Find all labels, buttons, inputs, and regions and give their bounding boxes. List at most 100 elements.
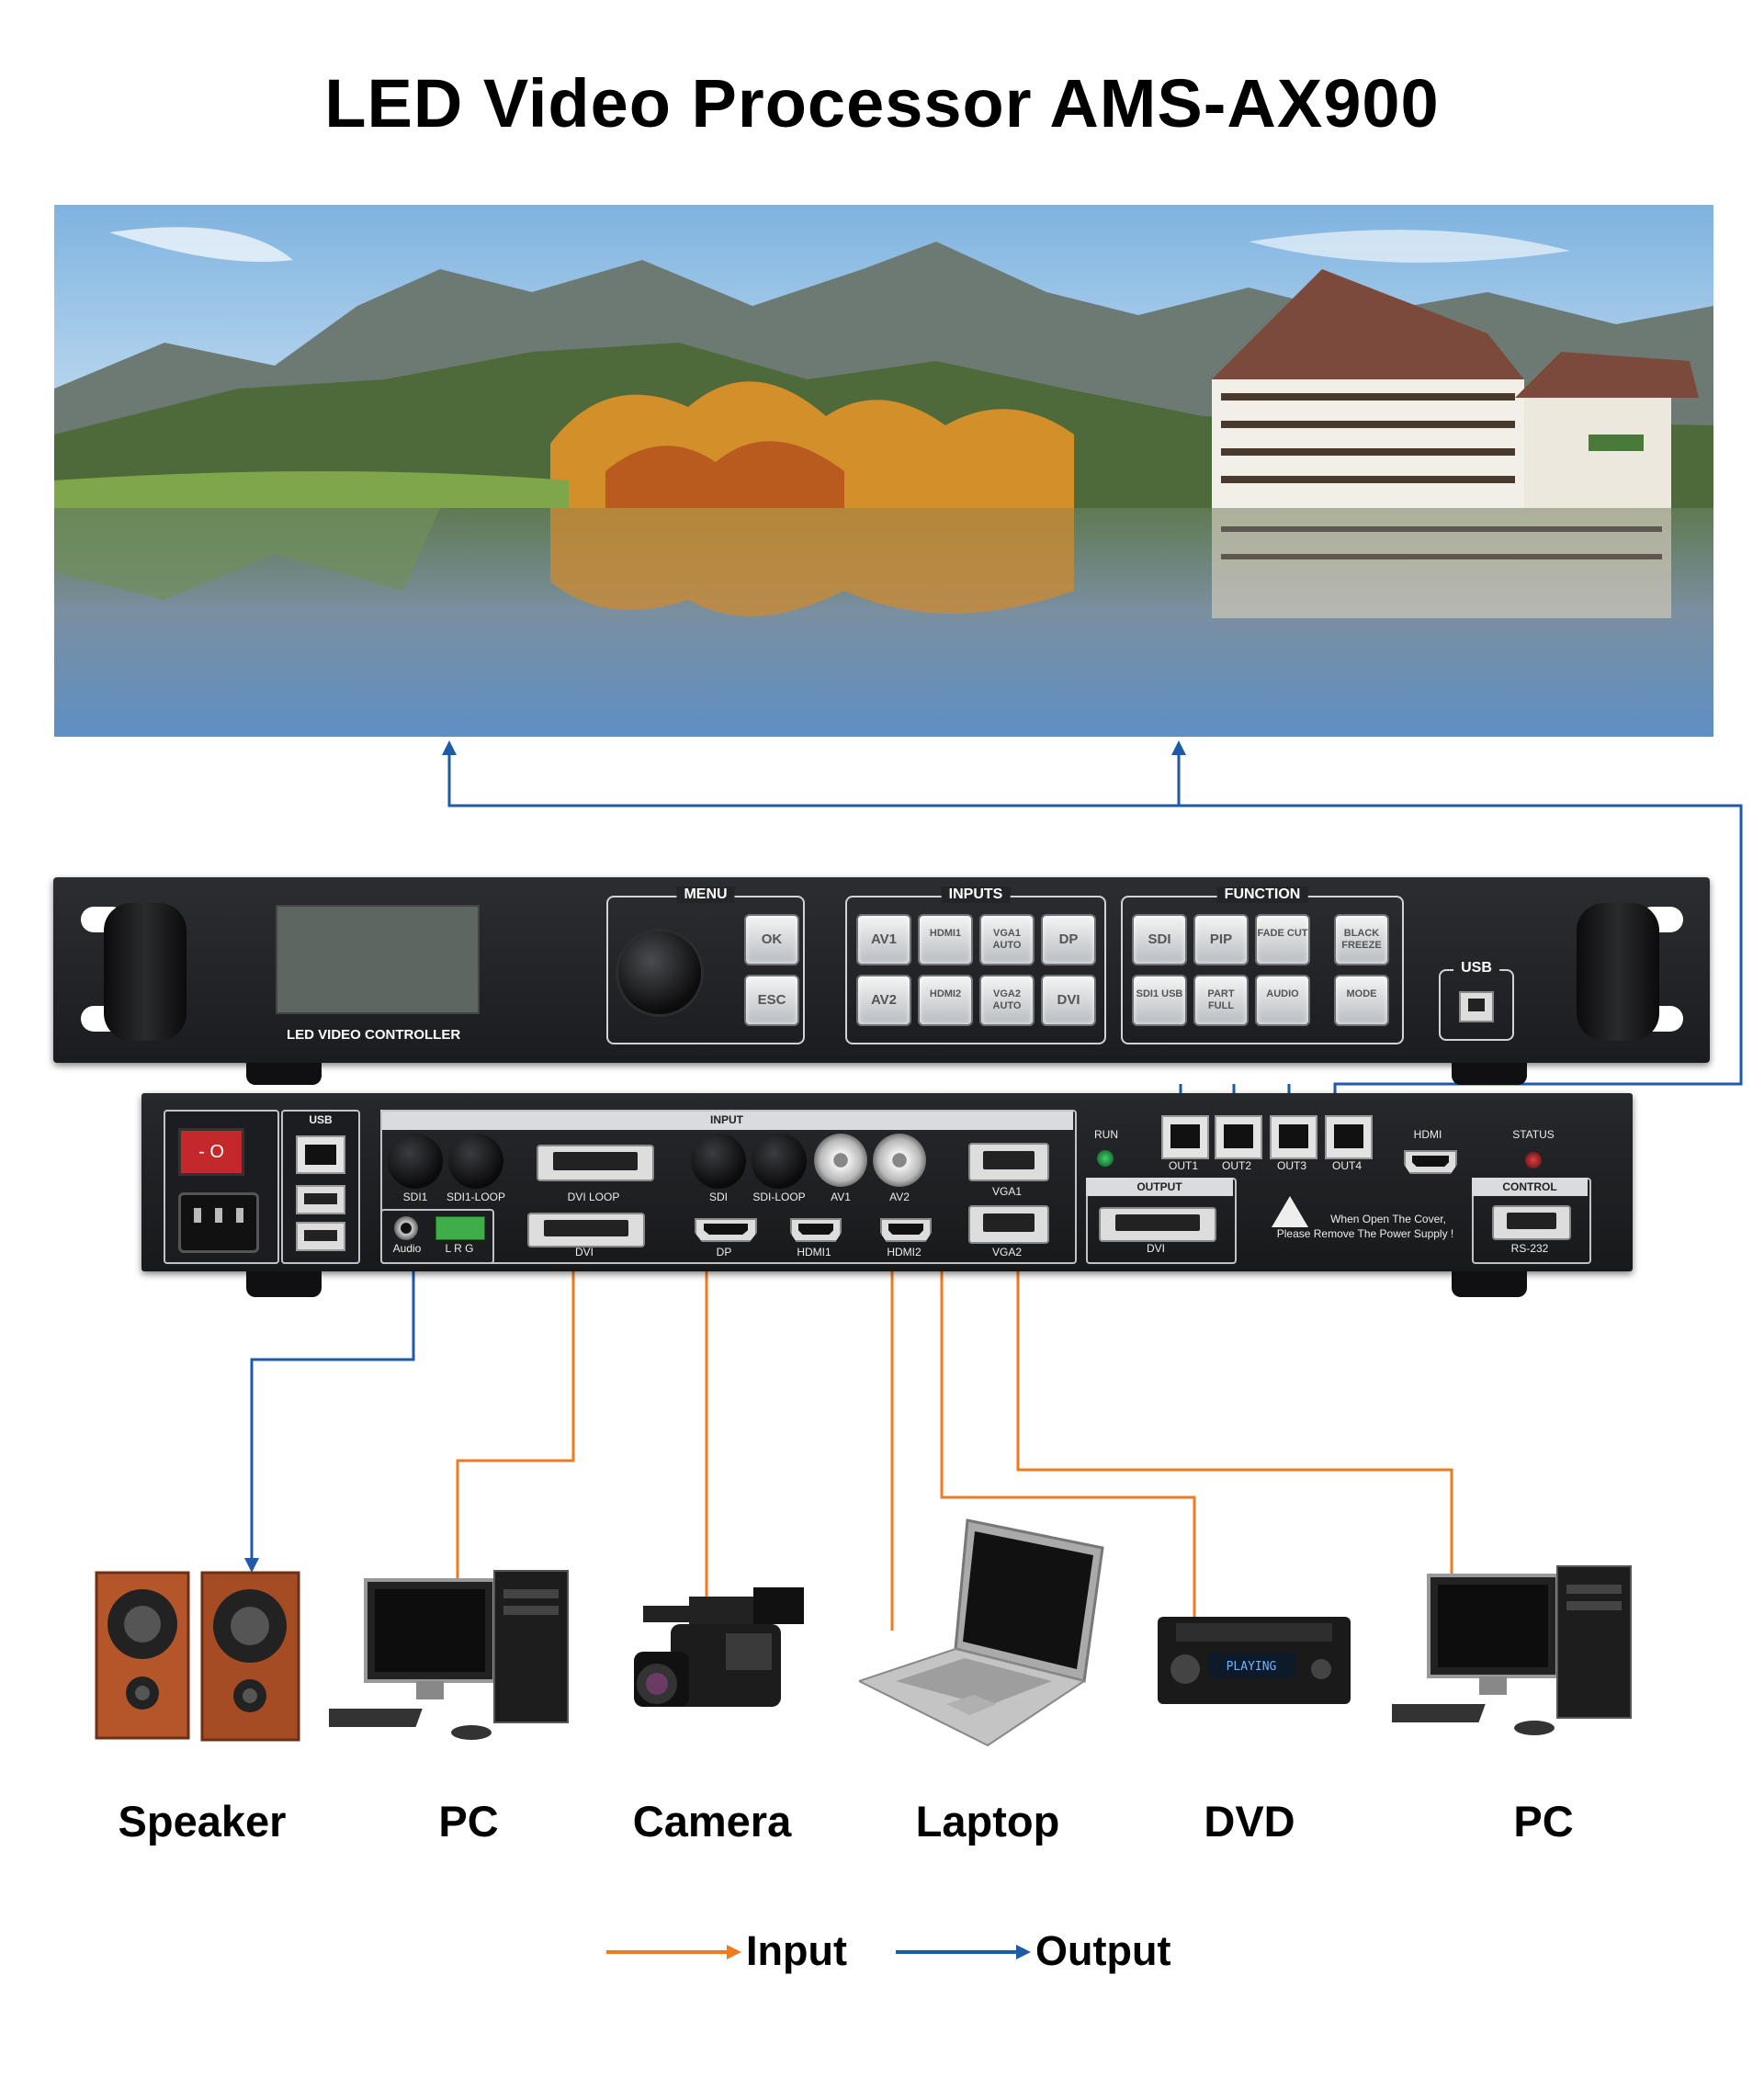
black-freeze-key[interactable]: BLACK FREEZE: [1334, 914, 1389, 965]
output-dvi-port[interactable]: [1099, 1207, 1216, 1242]
audio-key[interactable]: AUDIO: [1255, 975, 1310, 1026]
run-led: [1097, 1150, 1114, 1167]
rs232-label: RS-232: [1510, 1242, 1549, 1255]
device-label-speaker: Speaker: [118, 1797, 287, 1846]
av2-label: AV2: [889, 1191, 910, 1203]
out4-label: OUT4: [1331, 1159, 1362, 1172]
output-line-speaker: [250, 1249, 415, 1562]
sdi-loop-port[interactable]: [752, 1134, 807, 1189]
sdi1-usb-key[interactable]: SDI1 USB: [1132, 975, 1187, 1026]
av2-key[interactable]: AV2: [856, 975, 911, 1026]
control-label: CONTROL: [1502, 1180, 1557, 1193]
dvi-key[interactable]: DVI: [1041, 975, 1096, 1026]
sdi-port[interactable]: [691, 1134, 746, 1189]
vga1-label: VGA1: [991, 1185, 1022, 1198]
sdi1-loop-label: SDI1-LOOP: [446, 1191, 506, 1203]
rack-handle-left: [104, 903, 187, 1041]
usb-a-port-1[interactable]: [296, 1185, 345, 1214]
control-header-bar: CONTROL: [1472, 1178, 1588, 1196]
lrg-terminal[interactable]: [435, 1216, 485, 1240]
ok-key[interactable]: OK: [744, 914, 799, 965]
rack-handle-right: [1577, 903, 1659, 1041]
hdmi2-key[interactable]: HDMI2: [918, 975, 973, 1026]
output-line-screen: [447, 748, 1743, 1121]
device-label-pc-2: PC: [1513, 1797, 1574, 1846]
warning-text-line1: When Open The Cover,: [1330, 1213, 1446, 1225]
out2-label: OUT2: [1221, 1159, 1251, 1172]
input-section: [380, 1110, 1077, 1264]
sdi1-port[interactable]: [388, 1134, 443, 1189]
device-foot: [246, 1271, 322, 1297]
hdmi1-port[interactable]: [790, 1218, 842, 1242]
power-socket[interactable]: [178, 1192, 259, 1253]
out3-label: OUT3: [1276, 1159, 1306, 1172]
lrg-label: L R G: [445, 1242, 474, 1255]
av2-bnc-port[interactable]: [873, 1134, 926, 1187]
pip-key[interactable]: PIP: [1193, 914, 1249, 965]
front-usb-box: USB: [1439, 960, 1514, 1041]
device-foot: [1452, 1271, 1527, 1297]
dvi-input-label: DVI: [574, 1246, 594, 1259]
input-legend-arrow-icon: [606, 1945, 741, 1959]
inputs-group-label: INPUTS: [941, 886, 1011, 903]
device-foot: [1452, 1063, 1527, 1085]
hdmi-output-port[interactable]: [1404, 1150, 1457, 1174]
av1-bnc-port[interactable]: [814, 1134, 867, 1187]
mode-key[interactable]: MODE: [1334, 975, 1389, 1026]
sdi-key[interactable]: SDI: [1132, 914, 1187, 965]
out1-label: OUT1: [1168, 1159, 1198, 1172]
dvi-input-port[interactable]: [527, 1213, 645, 1247]
output-dvi-label: DVI: [1146, 1242, 1165, 1255]
sdi-label: SDI: [708, 1191, 728, 1203]
part-full-key[interactable]: PART FULL: [1193, 975, 1249, 1026]
dp-port[interactable]: [695, 1218, 757, 1242]
menu-group-label: MENU: [676, 886, 735, 903]
usb-b-port[interactable]: [1459, 991, 1494, 1022]
legend-input-label: Input: [746, 1927, 847, 1974]
audio-jack[interactable]: [394, 1216, 418, 1240]
hdmi2-label: HDMI2: [887, 1246, 922, 1259]
vga1-port[interactable]: [968, 1143, 1049, 1181]
laptop-icon: [859, 1518, 1104, 1747]
dp-label: DP: [716, 1246, 732, 1259]
out1-port[interactable]: [1161, 1115, 1209, 1159]
hdmi1-key[interactable]: HDMI1: [918, 914, 973, 965]
menu-rotary-knob[interactable]: [616, 929, 704, 1017]
processor-front-panel: LED VIDEO CONTROLLER MENU OK ESC INPUTS …: [53, 877, 1710, 1063]
status-led: [1525, 1152, 1542, 1168]
device-label-pc: PC: [438, 1797, 499, 1846]
dvd-display-text: PLAYING: [1227, 1660, 1277, 1674]
sdi1-loop-port[interactable]: [448, 1134, 503, 1189]
out2-port[interactable]: [1215, 1115, 1262, 1159]
pc-icon: [329, 1570, 569, 1740]
ethernet-port[interactable]: [296, 1135, 345, 1174]
rear-input-label: INPUT: [710, 1113, 743, 1126]
usb-a-port-2[interactable]: [296, 1222, 345, 1251]
rear-usb-label: USB: [309, 1113, 333, 1126]
vga1-auto-key[interactable]: VGA1 AUTO: [979, 914, 1035, 965]
out3-port[interactable]: [1270, 1115, 1317, 1159]
inputs-group: INPUTS AV1 HDMI1 VGA1 AUTO DP AV2 HDMI2 …: [845, 886, 1106, 1044]
fade-cut-key[interactable]: FADE CUT: [1255, 914, 1310, 965]
rs232-port[interactable]: [1492, 1205, 1571, 1240]
dvd-player-icon: PLAYING: [1158, 1617, 1351, 1704]
speaker-icon: [95, 1571, 300, 1742]
camera-icon: [634, 1587, 804, 1707]
esc-key[interactable]: ESC: [744, 975, 799, 1026]
audio-label: Audio: [392, 1242, 422, 1255]
lcd-caption: LED VIDEO CONTROLLER: [287, 1027, 461, 1043]
rear-usb-box: USB: [281, 1110, 360, 1264]
vga2-port[interactable]: [968, 1205, 1049, 1244]
output-label: OUTPUT: [1136, 1180, 1182, 1193]
av1-key[interactable]: AV1: [856, 914, 911, 965]
out4-port[interactable]: [1325, 1115, 1373, 1159]
device-label-dvd: DVD: [1204, 1797, 1295, 1846]
warning-text-line2: Please Remove The Power Supply !: [1276, 1227, 1454, 1240]
arrowhead-speaker: [244, 1558, 259, 1573]
power-switch[interactable]: - O: [178, 1128, 244, 1176]
vga2-auto-key[interactable]: VGA2 AUTO: [979, 975, 1035, 1026]
output-header-bar: OUTPUT: [1086, 1178, 1233, 1196]
dvi-loop-port[interactable]: [537, 1145, 654, 1181]
hdmi2-port[interactable]: [880, 1218, 932, 1242]
dp-key[interactable]: DP: [1041, 914, 1096, 965]
